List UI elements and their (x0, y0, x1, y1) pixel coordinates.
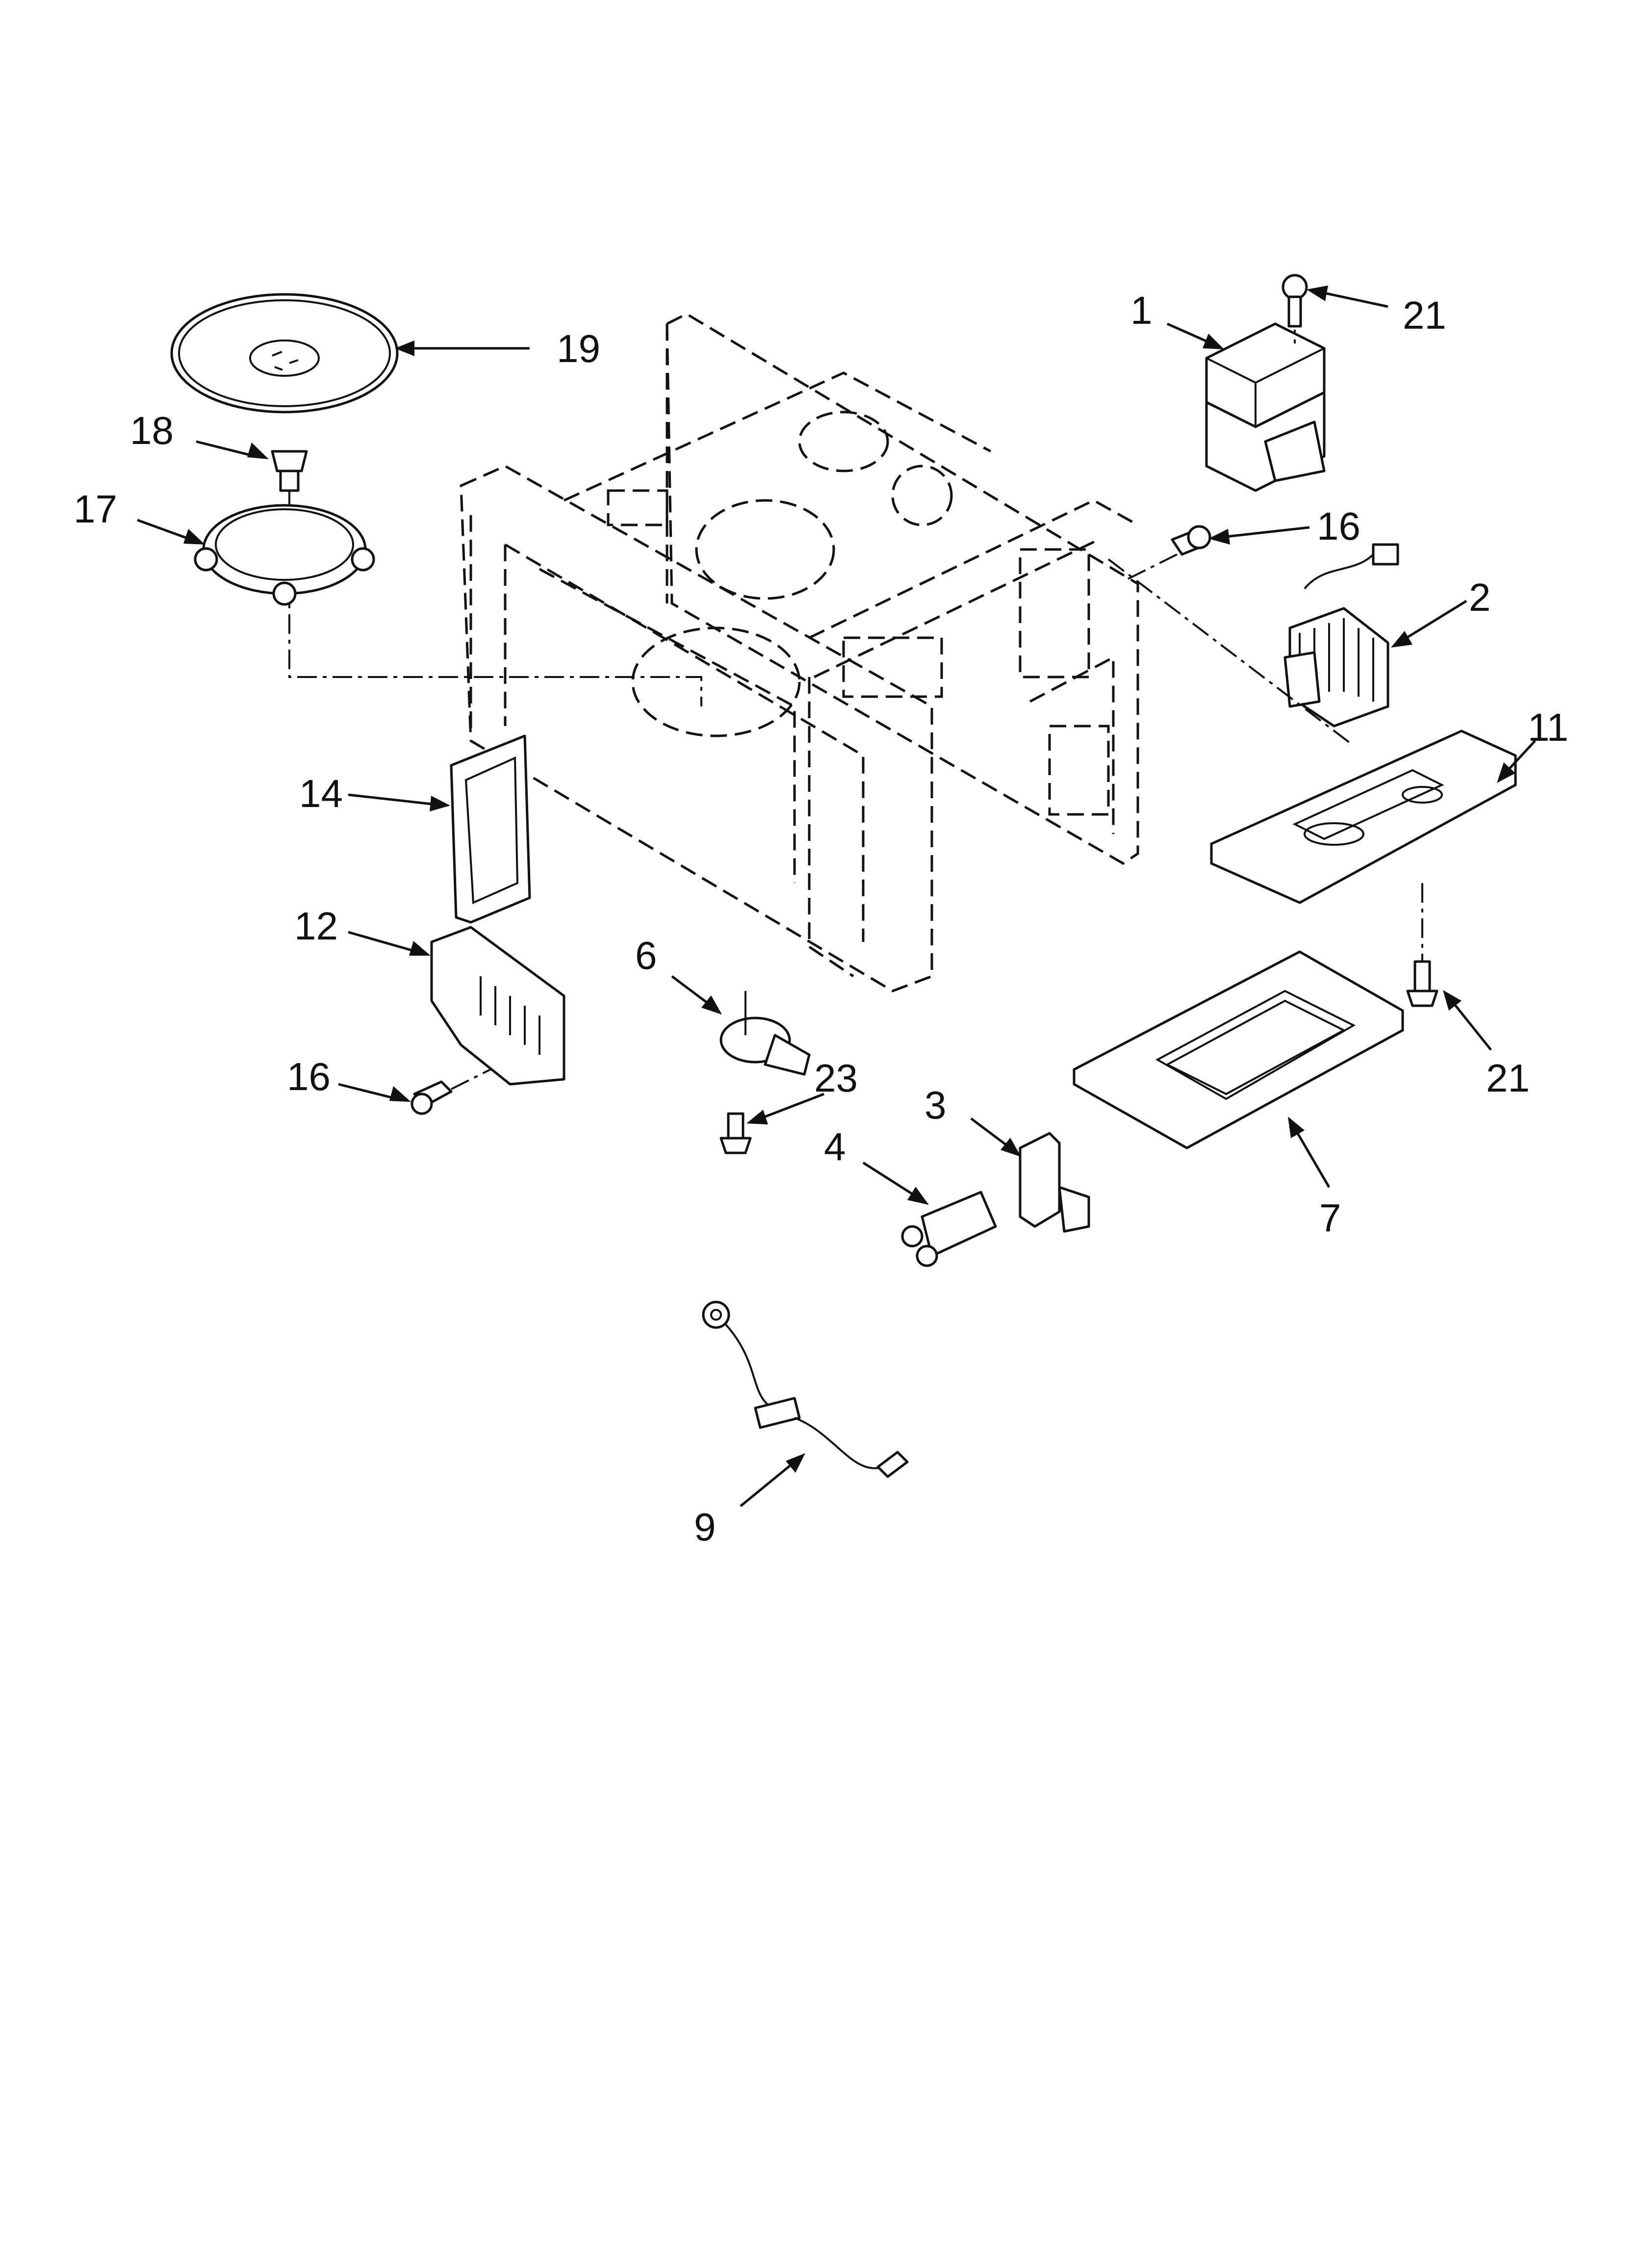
callout-19: 19 (557, 327, 600, 370)
callout-17: 17 (74, 487, 117, 531)
screw-top (1282, 274, 1308, 328)
callout-16-left: 16 (287, 1055, 331, 1098)
base-plate (1210, 730, 1517, 962)
callout-14: 14 (299, 772, 343, 815)
high-voltage-transformer (1107, 543, 1399, 747)
glass-turntable-tray (170, 293, 399, 414)
microwave-cavity-outline (460, 313, 1139, 992)
leader-arrows (137, 286, 1536, 1507)
screw-right (1128, 525, 1211, 580)
screw-left (410, 1069, 491, 1115)
capacitor-bracket (1019, 1132, 1090, 1233)
callout-6: 6 (635, 934, 657, 977)
callout-1: 1 (1130, 288, 1153, 332)
callout-21-bottom: 21 (1486, 1056, 1530, 1100)
waveguide-cover-frame (450, 734, 531, 924)
callout-12: 12 (294, 904, 338, 948)
power-cord (702, 1301, 909, 1478)
callout-18: 18 (130, 409, 174, 452)
control-bracket (430, 926, 565, 1086)
cooking-switch (719, 991, 811, 1154)
callout-11: 11 (1528, 705, 1568, 749)
turntable-coupler (271, 450, 308, 492)
callout-4: 4 (824, 1125, 846, 1169)
callout-9: 9 (694, 1505, 716, 1549)
callout-3: 3 (924, 1083, 947, 1127)
screw-bottom-right (1406, 960, 1438, 1007)
callout-23: 23 (814, 1056, 858, 1100)
turntable-support-ring (194, 504, 375, 606)
callout-21-top: 21 (1403, 293, 1446, 337)
callout-7: 7 (1319, 1196, 1341, 1240)
callout-labels: 19 18 17 14 12 16 6 23 4 3 9 1 21 16 2 1… (74, 288, 1568, 1549)
capacitor (901, 1191, 997, 1267)
bottom-cover-plate (1073, 950, 1404, 1149)
callout-2: 2 (1469, 575, 1491, 619)
callout-16-right: 16 (1317, 504, 1360, 548)
turntable-chain-line (288, 579, 702, 706)
magnetron (1205, 304, 1326, 492)
